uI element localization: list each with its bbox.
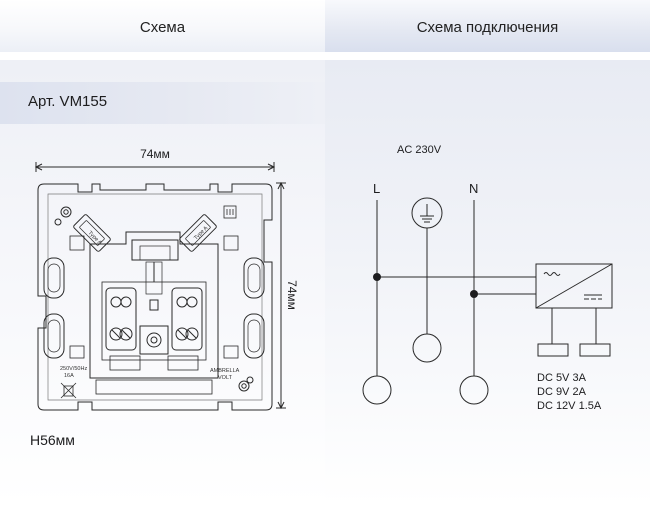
header-divider-left bbox=[0, 52, 325, 60]
height-dimension-line bbox=[276, 181, 286, 410]
header-schema: Схема bbox=[0, 0, 325, 52]
usb-output-2 bbox=[579, 343, 611, 357]
terminal-right bbox=[171, 287, 203, 351]
output-9v: DC 9V 2A bbox=[537, 386, 587, 398]
usb-port-right bbox=[179, 214, 217, 252]
schema-panel bbox=[0, 60, 325, 505]
wiring-diagram: AC 230V L N DC 5V 3A DC 9V 2A DC 12V 1.5… bbox=[362, 144, 613, 412]
neutral-terminal bbox=[459, 375, 489, 405]
article-band bbox=[0, 82, 325, 124]
socket-drawing: Type A Type A 250V/50Hz 16A AMBRELLA VOL… bbox=[34, 147, 299, 411]
type-a-right-label: Type A bbox=[193, 225, 209, 241]
line-label: L bbox=[373, 181, 380, 196]
earth-terminal bbox=[412, 333, 442, 363]
socket-mechanism bbox=[89, 231, 219, 379]
usb-output-1 bbox=[537, 343, 569, 357]
rating-label: 250V/50Hz bbox=[60, 366, 87, 372]
line-junction bbox=[373, 273, 381, 281]
terminal-left bbox=[105, 287, 137, 351]
brand-label: AMBRELLA bbox=[210, 368, 240, 374]
output-5v: DC 5V 3A bbox=[537, 372, 587, 384]
height-label: 74мм bbox=[285, 280, 299, 310]
width-label: 74мм bbox=[140, 147, 170, 161]
width-dimension-line bbox=[34, 162, 276, 172]
article-number: Арт. VM155 bbox=[28, 93, 108, 110]
current-label: 16A bbox=[64, 373, 74, 379]
acdc-converter bbox=[535, 263, 613, 309]
output-12v: DC 12V 1.5A bbox=[537, 400, 602, 412]
connection-panel bbox=[325, 60, 650, 505]
usb-port-left bbox=[73, 214, 111, 252]
weee-icon bbox=[60, 382, 77, 399]
neutral-junction bbox=[470, 290, 478, 298]
depth-dimension: H56мм bbox=[30, 432, 75, 448]
header-connection-schema: Схема подключения bbox=[325, 0, 650, 52]
line-terminal bbox=[362, 375, 392, 405]
supply-label: AC 230V bbox=[397, 144, 442, 156]
neutral-label: N bbox=[469, 181, 478, 196]
brand-sub-label: VOLT bbox=[218, 375, 233, 381]
header-divider-right bbox=[325, 52, 650, 60]
